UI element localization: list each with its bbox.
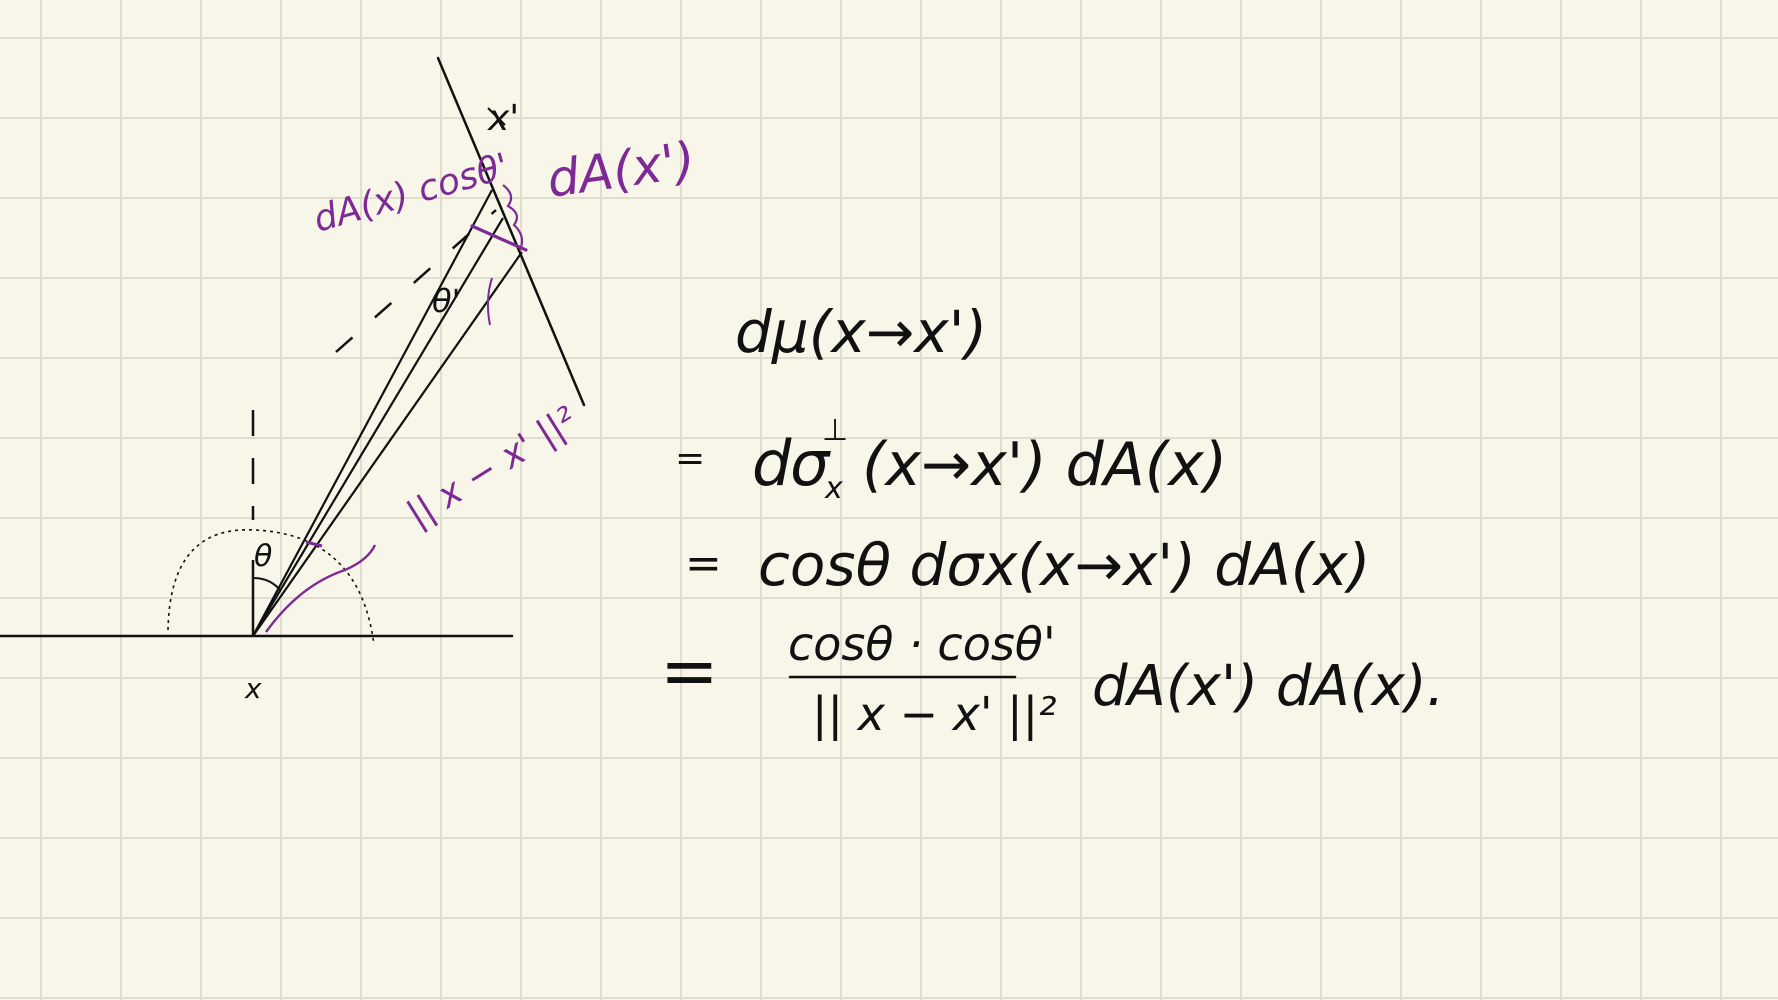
equation-line-2-rest: (x→x') dA(x) xyxy=(862,430,1227,500)
label-x: x xyxy=(244,672,262,705)
label-area-x-prime: dA(x') xyxy=(544,131,699,209)
equation-line-4-numerator: cosθ · cosθ' xyxy=(788,617,1056,671)
distance-arc xyxy=(265,544,377,633)
theta-arc xyxy=(252,577,281,591)
equation-line-2-d: d xyxy=(752,427,792,500)
surface-x-prime xyxy=(436,56,586,407)
equation-line-2-superscript: ⊥ xyxy=(822,413,848,448)
projected-area-segment xyxy=(470,224,528,252)
hemisphere-dotted xyxy=(167,529,375,646)
equation-line-3: cosθ dσx(x→x') dA(x) xyxy=(758,531,1370,599)
label-x-prime: x' xyxy=(487,98,519,139)
label-theta: θ xyxy=(254,539,272,574)
distance-tick xyxy=(305,540,323,548)
theta-prime-arc xyxy=(486,277,493,326)
normal-x-prime-dashed xyxy=(335,209,497,353)
equation-line-2-equals: = xyxy=(675,438,705,479)
equation-line-1: dμ(x→x') xyxy=(735,298,987,366)
equation-line-4-denominator: || x − x' ||² xyxy=(812,687,1057,742)
label-distance: || x − x' ||² xyxy=(400,399,584,535)
equation-line-4-rest: dA(x') dA(x). xyxy=(1092,654,1444,719)
label-theta-prime: θ' xyxy=(432,282,460,320)
equation-line-2-subscript: x xyxy=(824,471,843,506)
ray-lower xyxy=(252,251,523,637)
label-projected-area: dA(x) cosθ' xyxy=(309,146,513,241)
ray-upper xyxy=(252,189,493,637)
area-brace xyxy=(502,184,524,251)
equation-line-3-equals: = xyxy=(685,538,722,589)
ray-center xyxy=(252,217,504,637)
equation-line-2-sigma: σ xyxy=(790,427,831,500)
equation-line-4-equals: = xyxy=(660,630,719,712)
x-prime-tick xyxy=(487,107,506,126)
